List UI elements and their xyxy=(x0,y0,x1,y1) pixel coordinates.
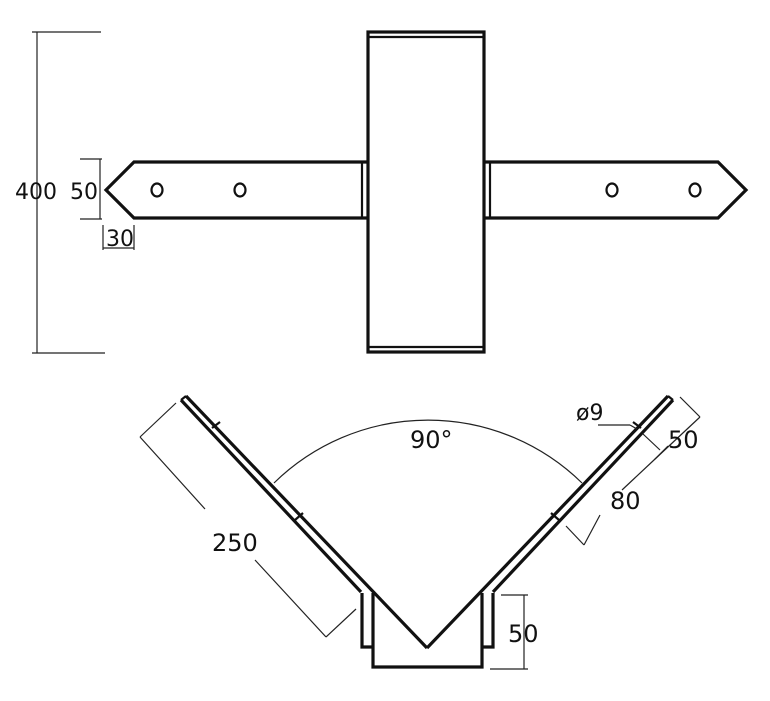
dimension-label-bracket-depth: 50 xyxy=(508,620,539,648)
central-sleeve xyxy=(366,30,486,354)
dimension-arm-tip: 30 xyxy=(102,225,135,252)
base-channel xyxy=(360,593,495,669)
dimension-bracket-depth: 50 xyxy=(490,594,539,670)
dimension-label-hole-offset: 50 xyxy=(668,426,699,454)
dimension-label-400: 400 xyxy=(15,180,57,205)
dimension-hole-offset: 50 xyxy=(642,396,701,461)
mounting-hole xyxy=(605,182,619,198)
dimension-front-height: 400 xyxy=(15,31,105,354)
dimension-label-30: 30 xyxy=(106,227,134,252)
mounting-hole xyxy=(688,182,702,198)
dimension-hole-spacing: 80 xyxy=(565,445,669,546)
dimension-label-angle: 90° xyxy=(410,426,453,454)
dimension-hole-diameter: ø9 xyxy=(576,401,638,430)
dimension-arm-length: 250 xyxy=(139,402,357,638)
dimension-label-50: 50 xyxy=(70,180,98,205)
left-arm xyxy=(103,160,368,220)
mounting-hole xyxy=(233,182,247,198)
right-arm xyxy=(484,160,749,220)
dimension-arm-width: 50 xyxy=(70,158,102,220)
mounting-hole xyxy=(150,182,164,198)
top-view: 90° 250 xyxy=(139,394,701,670)
angle-arc xyxy=(273,419,583,484)
front-view: 400 50 30 xyxy=(15,30,749,354)
dimension-label-250: 250 xyxy=(212,529,258,557)
left-wing xyxy=(179,394,429,650)
right-wing xyxy=(425,394,675,650)
dimension-label-hole: ø9 xyxy=(576,401,603,426)
dimension-label-hole-spacing: 80 xyxy=(610,487,641,515)
